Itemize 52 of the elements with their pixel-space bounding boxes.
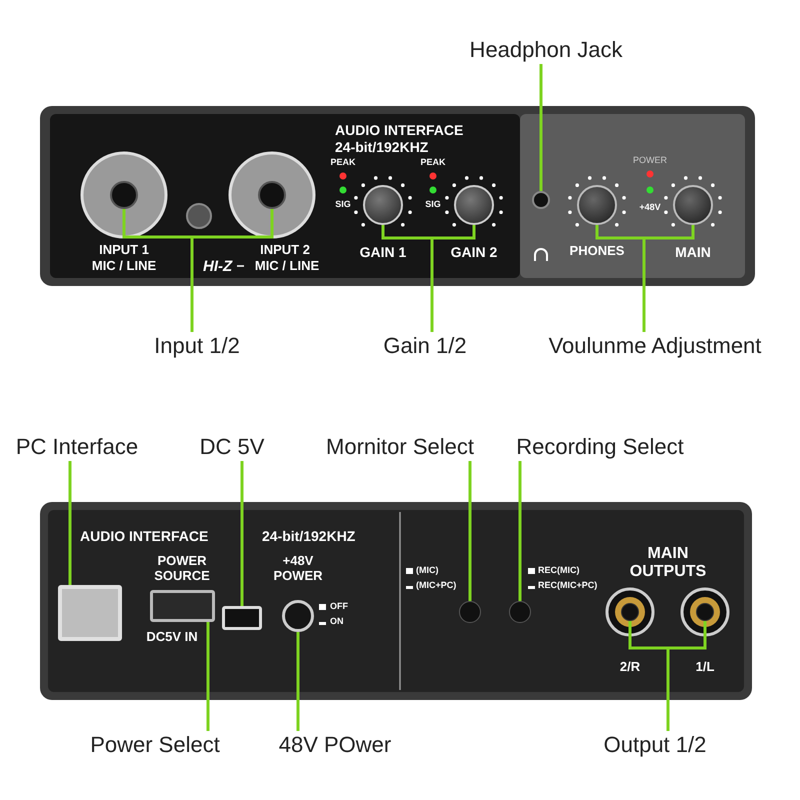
panel-text: 1/L <box>696 660 714 675</box>
usb-port <box>58 585 122 641</box>
micro-usb-port <box>222 606 262 630</box>
panel-text: PHONES <box>570 244 624 259</box>
panel-text: AUDIO INTERFACE <box>335 122 464 138</box>
panel-text: MAIN <box>675 244 711 260</box>
callout-label: Output 1/2 <box>604 731 706 759</box>
leader-line <box>518 461 522 601</box>
panel-text: GAIN 1 <box>360 244 406 260</box>
callout-label: 48V POwer <box>278 731 392 759</box>
callout-label: Voulunme Adjustment <box>548 332 762 360</box>
panel-text: PEAK <box>330 157 356 168</box>
panel-text: (MIC+PC) <box>416 580 456 590</box>
panel-text: POWER <box>633 155 667 166</box>
leader-line <box>540 64 542 191</box>
panel-text: MAIN OUTPUTS <box>628 545 708 582</box>
panel-text: +48V <box>639 202 661 212</box>
leader-line <box>68 461 72 585</box>
leader-line <box>468 461 472 601</box>
panel-text: 2/R <box>620 660 640 675</box>
panel-text: AUDIO INTERFACE <box>80 528 208 544</box>
callout-label: PC Interface <box>16 433 138 461</box>
callout-label: Headphon Jack <box>470 36 622 64</box>
panel-text: INPUT 1 <box>99 243 149 258</box>
callout-label: Recording Select <box>516 433 684 461</box>
leader-line <box>240 461 244 606</box>
panel-text: SIG <box>425 199 441 210</box>
panel-text: HI-Z <box>203 258 232 276</box>
panel-text: MIC / LINE <box>254 259 320 274</box>
callout-label: Input 1/2 <box>154 332 240 360</box>
panel-text: PEAK <box>420 157 446 168</box>
panel-text: DC5V IN <box>146 630 198 645</box>
panel-text: POWER SOURCE <box>153 554 211 584</box>
panel-text: REC(MIC+PC) <box>538 580 598 590</box>
panel-text: 24-bit/192KHZ <box>262 528 356 544</box>
panel-text: 24-bit/192KHZ <box>335 139 428 156</box>
panel-text: OFF <box>330 601 348 612</box>
callout-label: Mornitor Select <box>326 433 474 461</box>
panel-text: GAIN 2 <box>450 244 498 260</box>
panel-text: ON <box>330 616 344 626</box>
leader-line <box>206 622 210 731</box>
panel-text: REC(MIC) <box>538 565 580 576</box>
callout-label: Power Select <box>90 731 220 759</box>
panel-text: INPUT 2 <box>260 243 310 258</box>
leader-line <box>296 632 300 731</box>
panel-text: MIC / LINE <box>92 259 156 274</box>
slide-switch <box>150 590 215 622</box>
panel-text: SIG <box>335 199 351 210</box>
panel-text: +48V POWER <box>272 554 324 584</box>
panel-text: (MIC) <box>416 565 438 576</box>
callout-label: DC 5V <box>200 433 264 461</box>
callout-label: Gain 1/2 <box>383 332 467 360</box>
